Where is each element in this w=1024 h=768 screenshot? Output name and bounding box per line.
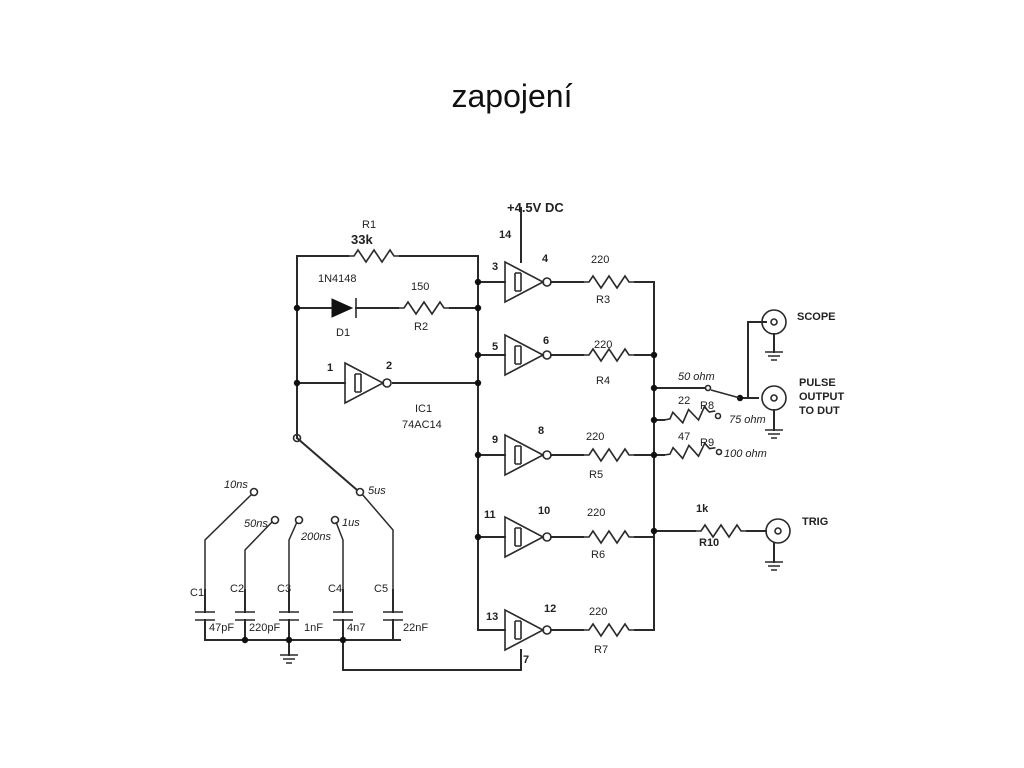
r3-name: R3: [596, 294, 610, 306]
c5-name: C5: [374, 583, 388, 595]
r1-name: R1: [362, 219, 376, 231]
inverter-buffer-9-8: 9 8: [492, 425, 552, 476]
pin-4-label: 4: [542, 253, 549, 265]
scope-connector: SCOPE: [761, 309, 836, 361]
r1-value: 33k: [351, 232, 373, 247]
r10-name: R10: [699, 537, 719, 549]
impedance-selector: 50 ohm 75 ohm 100 ohm: [678, 371, 767, 460]
r9-value: 47: [678, 431, 690, 443]
inverter-buffer-13-12: 13 12 7: [486, 603, 556, 666]
trig-label: TRIG: [802, 516, 828, 528]
pin-8-label: 8: [538, 425, 544, 437]
r3-value: 220: [591, 254, 609, 266]
pin-14-label: 14: [499, 229, 512, 241]
r5-value: 220: [586, 431, 604, 443]
ground-symbol: [279, 654, 299, 664]
trig-connector: TRIG: [764, 516, 828, 571]
supply-voltage: +4.5V DC: [507, 200, 564, 215]
r4-value: 220: [594, 339, 612, 351]
pulse-output-connector: PULSE OUTPUT TO DUT: [761, 377, 845, 439]
r10-value: 1k: [696, 503, 709, 515]
c1-name: C1: [190, 587, 204, 599]
range-c1: 10ns: [224, 479, 248, 491]
resistor-r1: R1 33k: [347, 219, 401, 263]
r6-value: 220: [587, 507, 605, 519]
c5-value: 22nF: [403, 622, 428, 634]
resistor-r10: 1k R10: [694, 503, 748, 549]
resistor-r9: 47 R9: [662, 431, 718, 462]
c3-name: C3: [277, 583, 291, 595]
pulse-label-line1: PULSE: [799, 377, 836, 389]
resistor-r6: 220 R6: [582, 507, 636, 561]
supply-label: +4.5V DC 14: [499, 200, 564, 241]
inverter-buffer-3-4: 3 4: [492, 253, 552, 303]
z100-label: 100 ohm: [724, 448, 767, 460]
d1-name: D1: [336, 327, 350, 339]
resistor-r4: 220 R4: [582, 339, 636, 387]
ic-name: IC1: [415, 403, 432, 415]
pin-13-label: 13: [486, 611, 498, 623]
d1-part: 1N4148: [318, 273, 357, 285]
r5-name: R5: [589, 469, 603, 481]
diode-d1: 1N4148 D1: [318, 273, 357, 339]
resistor-r5: 220 R5: [582, 431, 636, 481]
pin-9-label: 9: [492, 434, 498, 446]
resistor-r3: 220 R3: [582, 254, 636, 306]
inverter-ic1-a: 1 2 IC1 74AC14: [327, 360, 442, 431]
r8-name: R8: [700, 400, 714, 412]
c2-name: C2: [230, 583, 244, 595]
pulse-label-line3: TO DUT: [799, 405, 840, 417]
range-c4: 1us: [342, 517, 360, 529]
c2-value: 220pF: [249, 622, 280, 634]
pulse-label-line2: OUTPUT: [799, 391, 845, 403]
resistor-r8: 22 R8: [662, 395, 718, 427]
z50-label: 50 ohm: [678, 371, 715, 383]
capacitor-c1: C1 47pF: [190, 587, 234, 634]
capacitor-c5: C5 22nF: [374, 583, 428, 634]
junctions: [241, 278, 744, 644]
pin-12-label: 12: [544, 603, 556, 615]
pin-11-label: 11: [484, 509, 496, 521]
r2-value: 150: [411, 281, 429, 293]
c3-value: 1nF: [304, 622, 323, 634]
slide-title: zapojení: [451, 78, 573, 114]
inverter-buffer-5-6: 5 6: [492, 334, 552, 376]
pin-3-label: 3: [492, 261, 498, 273]
pin-1-label: 1: [327, 362, 333, 374]
capacitor-c4: C4 4n7: [328, 583, 365, 634]
resistor-r7: 220 R7: [582, 606, 636, 656]
c1-value: 47pF: [209, 622, 234, 634]
pin-10-label: 10: [538, 505, 550, 517]
c4-value: 4n7: [347, 622, 365, 634]
range-c3: 200ns: [300, 531, 331, 543]
r8-value: 22: [678, 395, 690, 407]
wires: [204, 207, 775, 671]
range-c2: 50ns: [244, 518, 268, 530]
scope-label: SCOPE: [797, 311, 836, 323]
ic-part: 74AC14: [402, 419, 442, 431]
inverter-buffer-11-10: 11 10: [484, 505, 552, 558]
r6-name: R6: [591, 549, 605, 561]
capacitor-c2: C2 220pF: [230, 583, 280, 634]
resistor-r2: 150 R2: [397, 281, 451, 333]
r7-value: 220: [589, 606, 607, 618]
pin-6-label: 6: [543, 335, 549, 347]
c4-name: C4: [328, 583, 342, 595]
range-switch: 10ns 50ns 200ns 1us 5us: [224, 433, 386, 543]
range-c5: 5us: [368, 485, 386, 497]
r4-name: R4: [596, 375, 610, 387]
r7-name: R7: [594, 644, 608, 656]
r2-name: R2: [414, 321, 428, 333]
pin-7-label: 7: [523, 654, 529, 666]
z75-label: 75 ohm: [729, 414, 766, 426]
capacitor-c3: C3 1nF: [277, 583, 323, 634]
pin-5-label: 5: [492, 341, 498, 353]
pin-2-label: 2: [386, 360, 392, 372]
r9-name: R9: [700, 437, 714, 449]
